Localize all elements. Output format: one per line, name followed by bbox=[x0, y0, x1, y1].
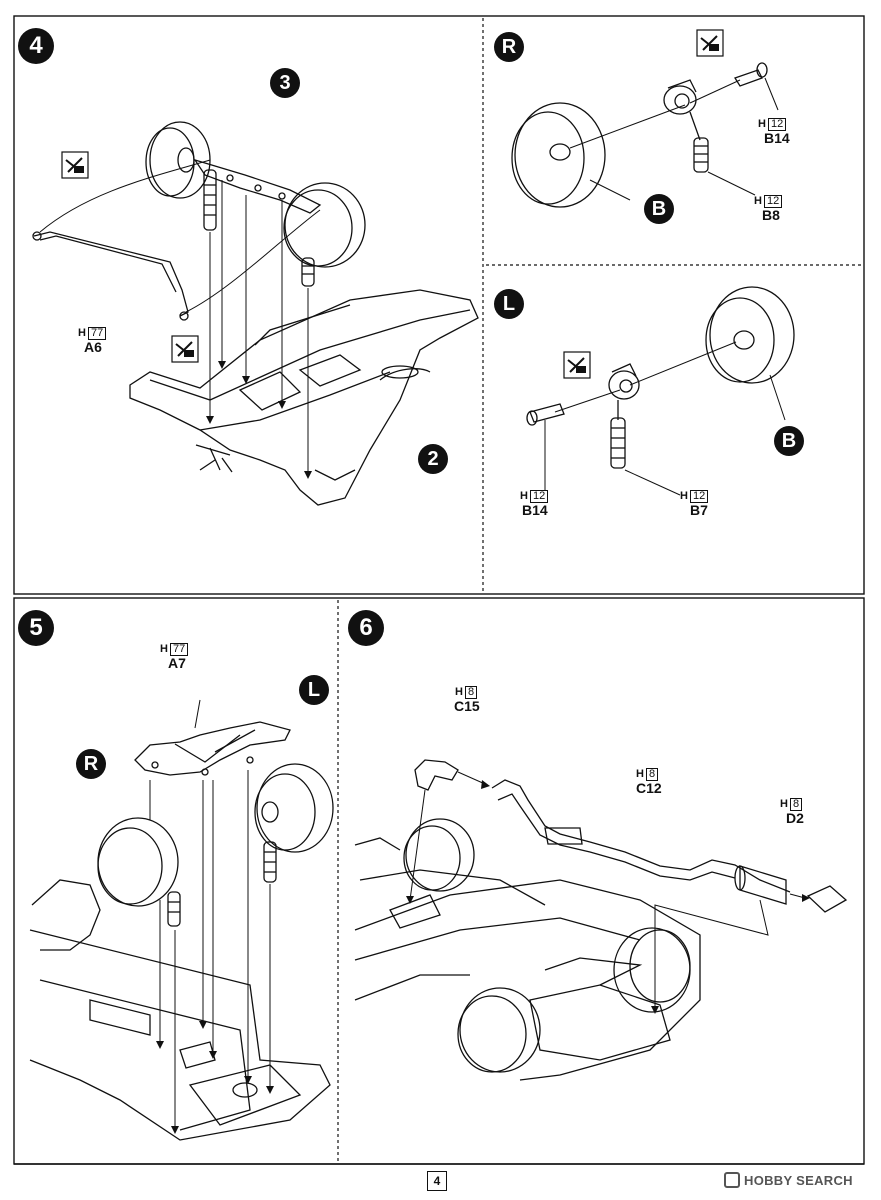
part-label-B14: B14 bbox=[764, 130, 790, 146]
part-label-D2: D2 bbox=[786, 810, 804, 826]
watermark: HOBBY SEARCH bbox=[724, 1172, 853, 1188]
part-label-B7: B7 bbox=[690, 502, 708, 518]
cement-icon bbox=[171, 335, 199, 363]
part-label-A7: A7 bbox=[168, 655, 186, 671]
cement-icon bbox=[696, 29, 724, 57]
part-callout-B: B bbox=[644, 194, 674, 224]
part-label-C15: C15 bbox=[454, 698, 480, 714]
step4-chassis-drawing bbox=[32, 121, 479, 506]
side-marker-R: R bbox=[76, 749, 106, 779]
part-label-A6: A6 bbox=[84, 339, 102, 355]
part-callout-2: 2 bbox=[418, 444, 448, 474]
panel-frame-bottom bbox=[13, 597, 865, 1165]
cement-icon-group bbox=[61, 29, 724, 379]
cement-icon bbox=[61, 151, 89, 179]
cement-icon bbox=[563, 351, 591, 379]
step-number-4: 4 bbox=[18, 28, 54, 64]
step5-suspension-drawing bbox=[29, 699, 334, 1141]
panel-frame-top bbox=[13, 15, 865, 595]
step-L-wheel-drawing bbox=[526, 286, 795, 496]
side-marker-R: R bbox=[494, 32, 524, 62]
part-callout-3: 3 bbox=[270, 68, 300, 98]
side-marker-L: L bbox=[299, 675, 329, 705]
watermark-logo-icon bbox=[724, 1172, 740, 1188]
step6-exhaust-drawing bbox=[354, 759, 848, 1081]
step-number-5: 5 bbox=[18, 610, 54, 646]
part-label-B14: B14 bbox=[522, 502, 548, 518]
part-label-B8: B8 bbox=[762, 207, 780, 223]
step-number-6: 6 bbox=[348, 610, 384, 646]
part-callout-B: B bbox=[774, 426, 804, 456]
part-label-C12: C12 bbox=[636, 780, 662, 796]
page-number: 4 bbox=[427, 1171, 447, 1191]
side-marker-L: L bbox=[494, 289, 524, 319]
step-R-wheel-drawing bbox=[511, 62, 779, 208]
